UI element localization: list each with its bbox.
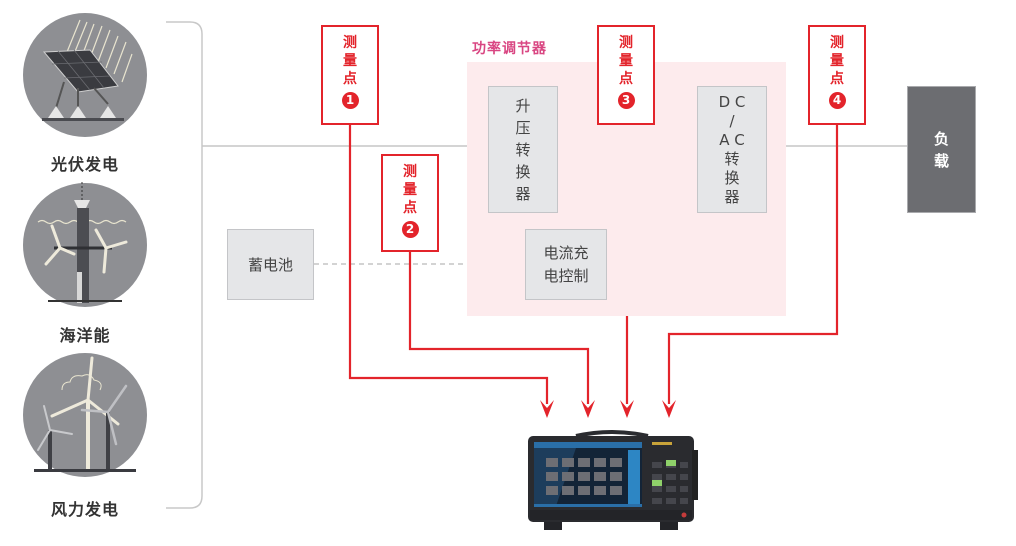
mp-char: 量 <box>830 53 844 69</box>
dcac-char: 转 <box>724 149 740 168</box>
measurement-point-1: 测 量 点 1 <box>321 25 379 125</box>
mp-char: 点 <box>403 200 417 216</box>
tidal-turbine-icon <box>23 182 147 307</box>
wire-mp1 <box>348 125 549 404</box>
charge-control-line: 电控制 <box>543 266 589 285</box>
measurement-point-2: 测 量 点 2 <box>381 154 439 252</box>
dcac-char: / <box>729 111 735 130</box>
power-conditioner-title: 功率调节器 <box>472 41 547 57</box>
measurement-point-3: 测 量 点 3 <box>597 25 655 125</box>
source-label-solar: 光伏发电 <box>50 155 119 174</box>
arrow-mp2 <box>581 400 595 418</box>
boost-char: 压 <box>515 118 531 137</box>
mp-char: 量 <box>403 182 417 198</box>
load-char: 载 <box>933 151 949 170</box>
mp-char: 测 <box>403 164 417 180</box>
charge-control-line: 电流充 <box>543 243 589 262</box>
dcac-char: 换 <box>724 168 740 187</box>
mp-char: 量 <box>619 53 633 69</box>
source-bracket <box>166 21 203 509</box>
boost-char: 器 <box>515 184 531 203</box>
mp-char: 点 <box>830 71 844 87</box>
mp-char: 点 <box>343 71 357 87</box>
power-analyzer-icon <box>528 430 698 530</box>
boost-char: 升 <box>515 96 531 115</box>
source-label-ocean: 海洋能 <box>59 326 111 345</box>
wire-mp2 <box>408 252 590 404</box>
mp-char: 点 <box>619 71 633 87</box>
solar-panel-icon <box>23 13 147 137</box>
mp-char: 量 <box>343 53 357 69</box>
load-char: 负 <box>933 129 949 148</box>
wire-mp4 <box>667 125 839 404</box>
wind-turbine-icon <box>23 353 147 477</box>
boost-char: 换 <box>515 162 531 181</box>
mp-number-badge: 3 <box>617 92 635 109</box>
charge-control-block: 电流充 电控制 <box>525 229 607 300</box>
mp-number-badge: 2 <box>401 221 419 238</box>
boost-char: 转 <box>515 140 531 159</box>
dcac-converter-block: D C / A C 转 换 器 <box>697 86 767 213</box>
mp-number-badge: 4 <box>828 92 846 109</box>
battery-label: 蓄电池 <box>247 255 293 274</box>
arrow-mp3 <box>620 400 634 418</box>
mp-char: 测 <box>619 35 633 51</box>
dcac-char: D C <box>718 92 746 111</box>
mp-char: 测 <box>343 35 357 51</box>
measurement-point-4: 测 量 点 4 <box>808 25 866 125</box>
dcac-char: A C <box>719 130 745 149</box>
mp-char: 测 <box>830 35 844 51</box>
load-block: 负 载 <box>907 86 976 213</box>
source-label-wind: 风力发电 <box>50 500 119 519</box>
dcac-char: 器 <box>724 187 740 206</box>
arrow-mp4 <box>662 400 676 418</box>
battery-block: 蓄电池 <box>227 229 314 300</box>
boost-converter-block: 升 压 转 换 器 <box>488 86 558 213</box>
mp-number-badge: 1 <box>341 92 359 109</box>
arrow-mp1 <box>540 400 554 418</box>
